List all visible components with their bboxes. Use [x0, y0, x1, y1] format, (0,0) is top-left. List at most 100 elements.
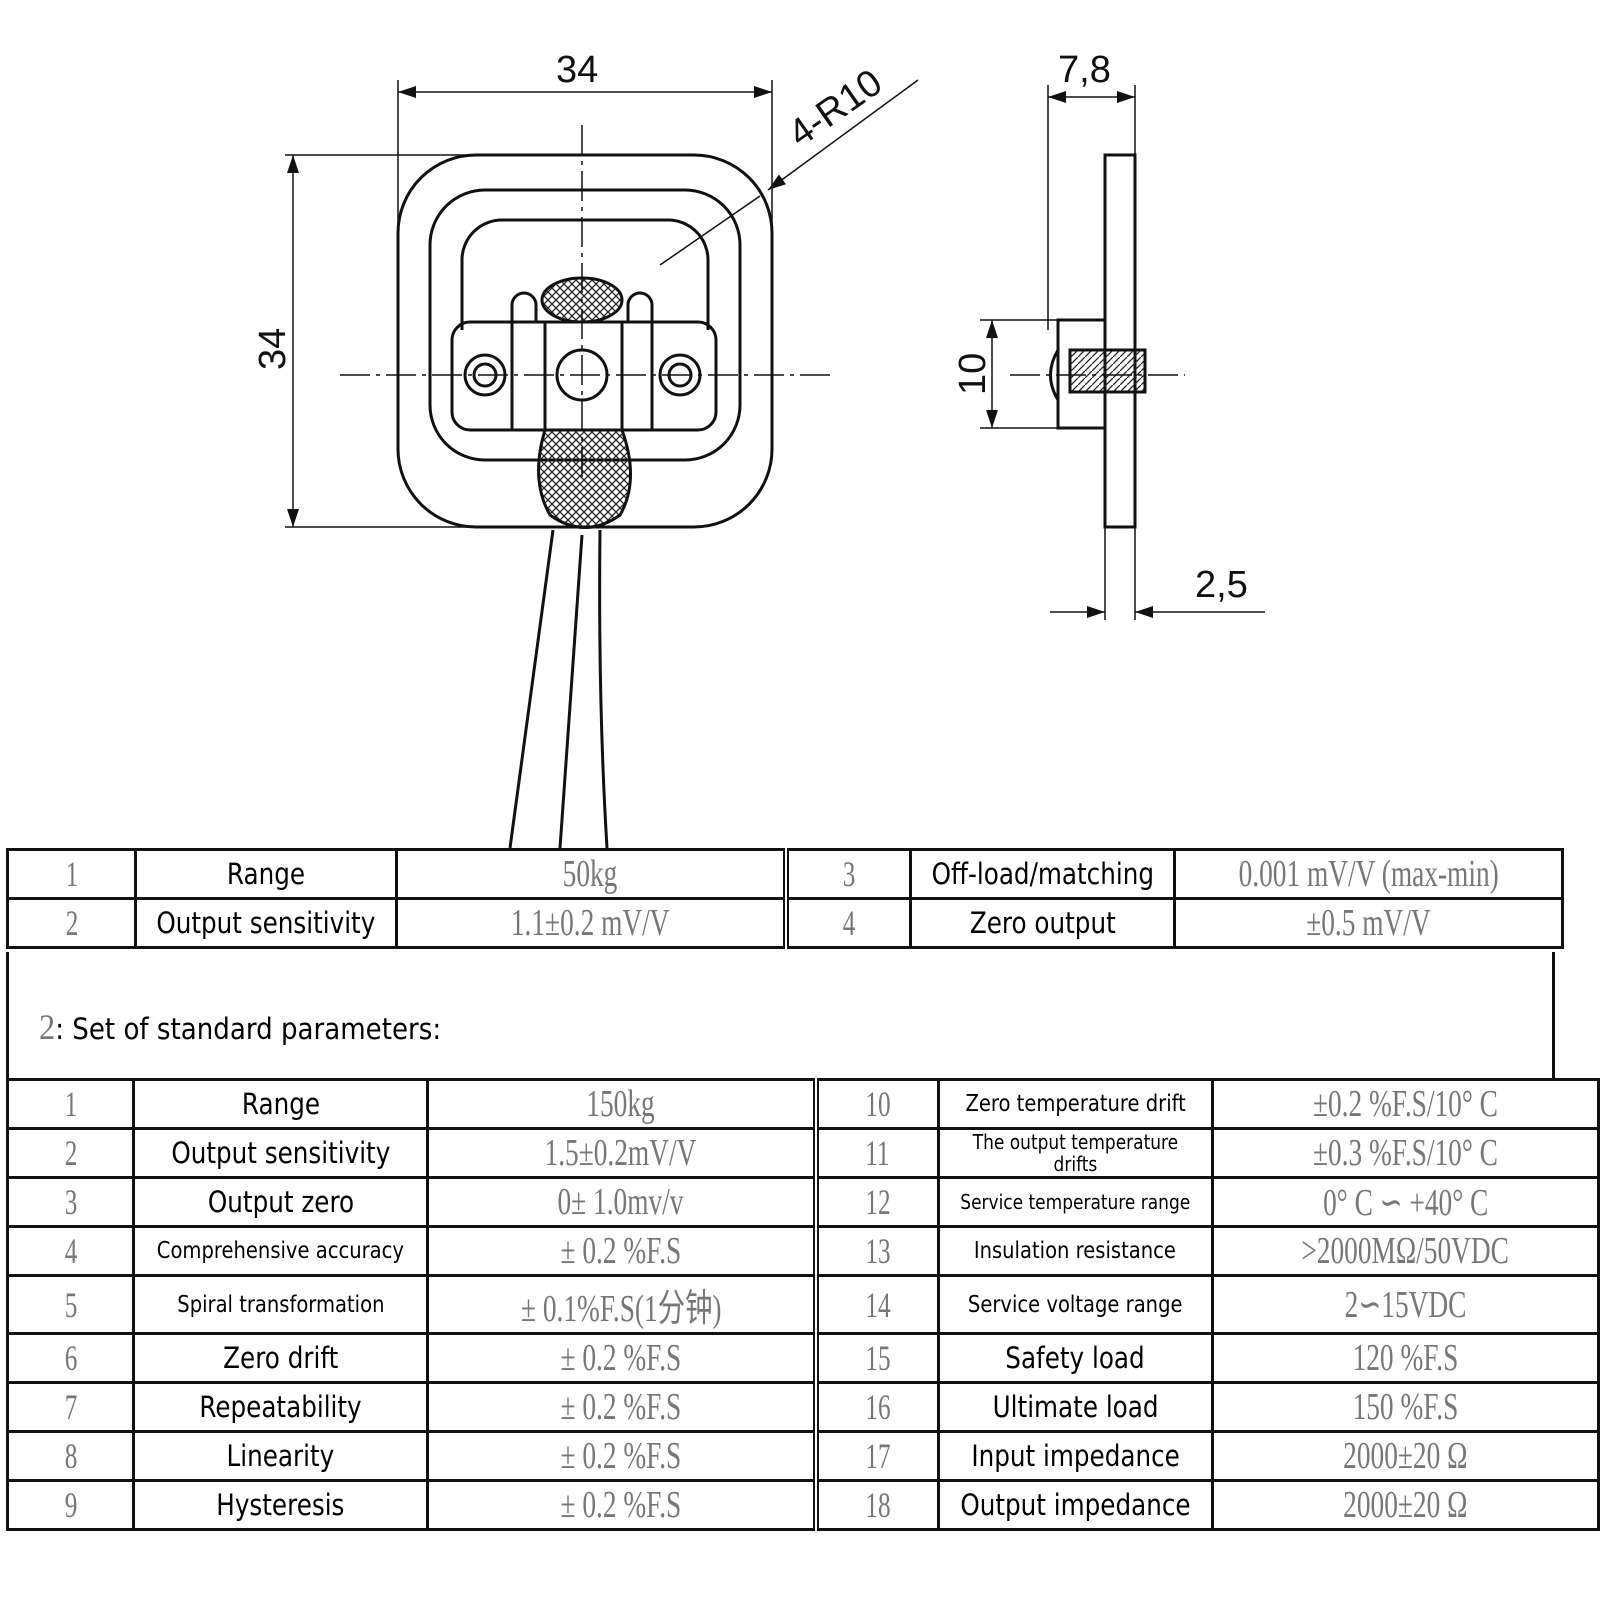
row-number: 12 [865, 1182, 891, 1222]
parameter-label: Input impedance [970, 1439, 1180, 1473]
table-cell: Spiral transformation [132, 1274, 429, 1335]
table-cell: ±0.5 mV/V [1173, 897, 1565, 949]
table-cell: Zero output [908, 897, 1177, 949]
table-cell: ± 0.2 %F.S [425, 1430, 818, 1482]
parameter-value: 120 %F.S [1352, 1337, 1459, 1379]
parameter-label: Output impedance [960, 1488, 1191, 1522]
table-cell: Safety load [936, 1332, 1214, 1384]
parameter-value: ± 0.2 %F.S [560, 1484, 682, 1526]
parameter-label: Repeatability [199, 1390, 362, 1424]
row-number: 16 [865, 1387, 891, 1427]
parameter-label: Hysteresis [216, 1488, 345, 1522]
row-number: 8 [64, 1436, 77, 1476]
table-cell: 11 [812, 1127, 940, 1179]
table-cell: Ultimate load [936, 1381, 1214, 1433]
table-cell: The output temperature drifts [936, 1127, 1214, 1179]
parameter-label: Insulation resistance [974, 1238, 1177, 1264]
row-number: 18 [865, 1485, 891, 1525]
side-thickness-dimension: 7,8 [1058, 49, 1111, 91]
table-cell: 2 [5, 1127, 136, 1179]
table-cell: Zero temperature drift [936, 1078, 1214, 1130]
parameter-label: Output sensitivity [156, 906, 376, 940]
row-number: 13 [865, 1231, 891, 1271]
row-number: 3 [842, 854, 856, 894]
parameter-label: Service temperature range [960, 1189, 1191, 1214]
table-cell: 150kg [425, 1078, 818, 1130]
table-cell: Service voltage range [936, 1274, 1214, 1335]
row-number: 14 [865, 1284, 891, 1325]
parameter-value: 1.1±0.2 mV/V [511, 902, 670, 944]
parameter-value: 0± 1.0mv/v [557, 1181, 684, 1223]
row-number: 9 [64, 1485, 77, 1525]
table-cell: ±0.3 %F.S/10° C [1210, 1127, 1600, 1179]
table-cell: 1.1±0.2 mV/V [394, 897, 788, 949]
table-cell: ±0.2 %F.S/10° C [1210, 1078, 1600, 1130]
table-cell: 17 [812, 1430, 940, 1482]
table-cell: 0.001 mV/V (max-min) [1173, 848, 1565, 900]
parameter-value: 0° C ∽ +40° C [1322, 1181, 1488, 1224]
table-cell: 4 [783, 897, 912, 949]
table-cell: Repeatability [132, 1381, 429, 1433]
table-cell: 0° C ∽ +40° C [1210, 1176, 1600, 1228]
table-cell: 3 [783, 848, 912, 900]
width-dimension: 34 [556, 49, 598, 91]
table-cell: 5 [5, 1274, 136, 1335]
table-row: 3 Output zero 0± 1.0mv/v 12 Service temperat… [5, 1176, 1600, 1228]
table-cell: ± 0.2 %F.S [425, 1381, 818, 1433]
row-number: 10 [865, 1084, 891, 1124]
parameter-value: 2∽15VDC [1344, 1284, 1467, 1326]
table-cell: 0± 1.0mv/v [425, 1176, 818, 1228]
parameter-value: ±0.3 %F.S/10° C [1312, 1132, 1498, 1174]
table-cell: Range [132, 1078, 429, 1130]
parameter-label: Range [241, 1087, 320, 1121]
parameter-label: The output temperature drifts [972, 1129, 1178, 1176]
table-cell: 14 [812, 1274, 940, 1335]
row-number: 3 [64, 1182, 77, 1222]
parameter-label: Output zero [207, 1185, 354, 1219]
table-cell: >2000MΩ/50VDC [1210, 1225, 1600, 1277]
parameter-value: ± 0.2 %F.S [560, 1337, 682, 1379]
table-cell: 6 [5, 1332, 136, 1384]
parameter-label: Off-load/matching [931, 857, 1154, 891]
parameter-value: 0.001 mV/V (max-min) [1238, 853, 1499, 895]
parameter-value: 150 %F.S [1352, 1386, 1459, 1428]
table-cell: 2∽15VDC [1210, 1274, 1600, 1335]
table-row: 2 Output sensitivity 1.1±0.2 mV/V 4 Zero out… [6, 897, 1565, 949]
parameter-value: ±0.5 mV/V [1306, 902, 1431, 944]
front-view [285, 79, 919, 849]
row-number: 6 [64, 1338, 77, 1378]
parameter-label: Safety load [1005, 1341, 1145, 1375]
parameter-value: 2000±20 Ω [1343, 1484, 1468, 1526]
parameter-value: 50kg [563, 853, 618, 895]
load-cell-drawing: 34 34 4-R10 7,8 10 2,5 [252, 49, 1265, 849]
plate-thickness-dimension: 2,5 [1195, 564, 1248, 606]
section-title-text: : Set of standard parameters: [55, 1012, 442, 1046]
table-cell: 8 [5, 1430, 136, 1482]
row-number: 7 [64, 1387, 77, 1427]
parameter-value: ± 0.2 %F.S [560, 1435, 682, 1477]
table-cell: Range [134, 848, 398, 900]
parameter-label: Comprehensive accuracy [156, 1238, 405, 1264]
parameter-label: Range [226, 857, 305, 891]
boss-height-dimension: 10 [952, 353, 994, 395]
row-number: 5 [64, 1284, 77, 1325]
table-cell: ± 0.2 %F.S [425, 1479, 818, 1531]
table-cell: Linearity [132, 1430, 429, 1482]
table-cell: Zero drift [132, 1332, 429, 1384]
table-cell: 2 [6, 897, 137, 949]
parameter-value: ±0.2 %F.S/10° C [1312, 1083, 1498, 1125]
table-cell: Off-load/matching [908, 848, 1177, 900]
row-number: 4 [842, 903, 856, 943]
table-cell: 3 [5, 1176, 136, 1228]
table-cell: 18 [812, 1479, 940, 1531]
table-cell: 7 [5, 1381, 136, 1433]
